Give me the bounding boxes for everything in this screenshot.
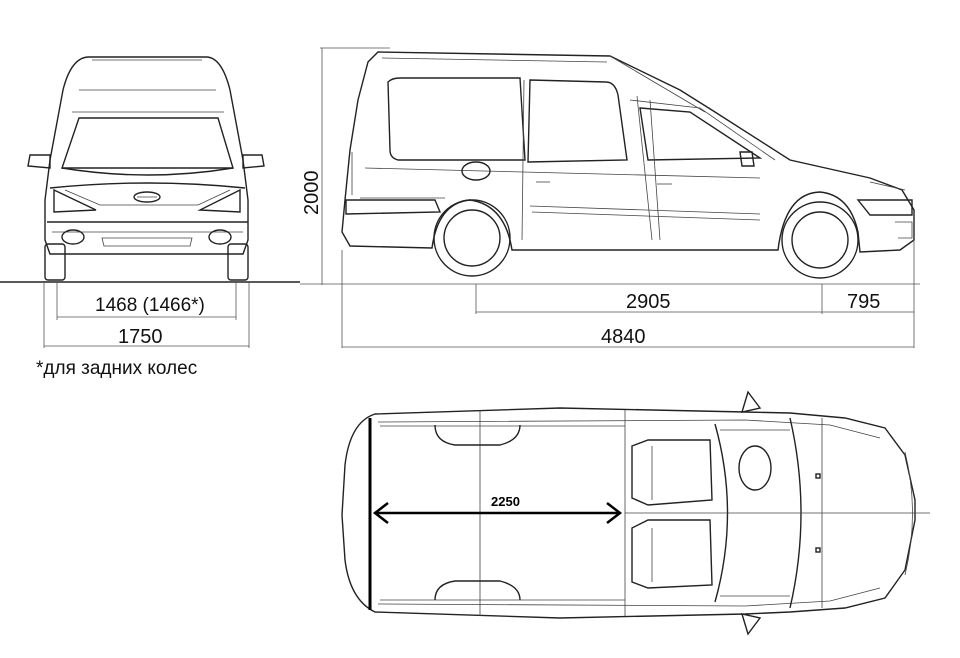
top-view [341,390,930,636]
front-view [0,56,300,283]
height-dimension-lines [300,47,920,285]
side-dimension-lines [341,240,915,348]
rear-wheels-footnote: *для задних колес [36,358,197,379]
front-overhang-label: 795 [847,291,880,313]
front-track-label: 1468 (1466*) [95,295,205,316]
wheelbase-label: 2905 [626,291,671,313]
overall-height-label: 2000 [301,171,323,216]
side-view [341,51,915,279]
overall-width-label: 1750 [118,326,163,348]
cargo-length-arrow [372,502,623,524]
front-dimension-lines [43,282,250,348]
cargo-length-label: 2250 [491,494,520,509]
overall-length-label: 4840 [601,326,646,348]
